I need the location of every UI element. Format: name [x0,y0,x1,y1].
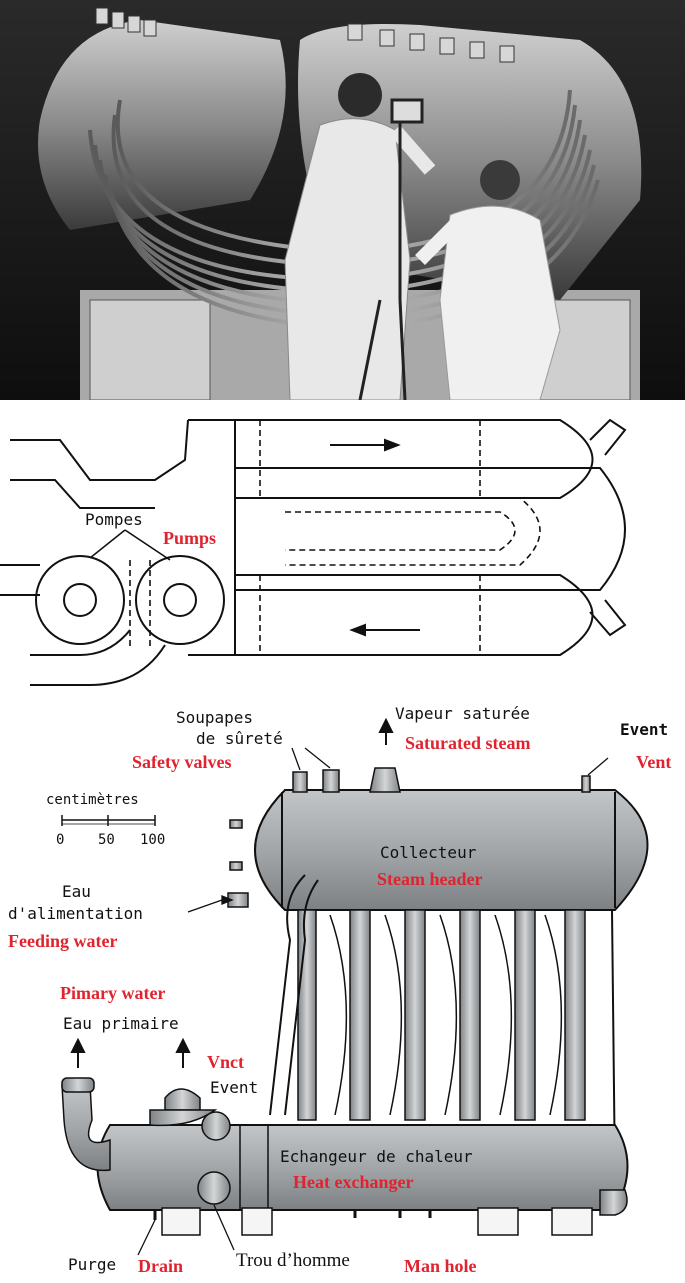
drain-label-en: Drain [138,1256,183,1276]
vent-low-label-fr: Event [210,1078,259,1097]
primary-water-label-en: Pimary water [60,983,166,1003]
steam-outlet [369,767,401,793]
manhole-label-en: Man hole [404,1256,477,1276]
primary-outlet [164,1088,201,1111]
heat-exchanger-label-fr: Echangeur de chaleur [280,1147,473,1166]
steam-header-label-en: Steam header [377,869,483,889]
elevation-drawing [61,717,649,1256]
left-drum [38,20,286,230]
feed-water-label-fr-2: d'alimentation [8,904,143,923]
safety-valve-1 [292,771,308,793]
safety-valve-2 [322,769,340,793]
lower-vessel [235,574,594,656]
scale-tick-0: 0 [56,832,65,848]
pumps-label-fr: Pompes [85,510,143,529]
scale-title: centimètres [46,792,139,808]
elevation-view-diagram: Soupapes de sûreté Safety valves Vapeur … [0,700,685,1283]
safety-valves-label-fr-1: Soupapes [176,708,254,727]
heat-exchanger-label-en: Heat exchanger [293,1172,414,1192]
safety-valves-label-fr-2: de sûreté [196,729,283,748]
vent-low-label-en: Vnct [207,1052,244,1072]
vent-top-label-fr: Event [620,720,669,739]
primary-inlet [61,1084,111,1172]
steam-header-vessel [254,789,649,911]
safety-valves-label-en: Safety valves [132,752,232,772]
saturated-steam-label-fr: Vapeur saturée [395,704,530,723]
manhole [197,1171,231,1205]
drain-label-fr: Purge [68,1255,117,1274]
plan-drawing [0,418,627,686]
manhole-label-fr: Trou d’homme [236,1250,350,1271]
vent-top [581,775,591,793]
saturated-steam-label-en: Saturated steam [405,733,531,753]
scale-tick-100: 100 [140,832,166,848]
support-1 [161,1207,201,1236]
vent-low [201,1111,231,1141]
scale-bar [61,815,156,826]
feed-water-label-en: Feeding water [8,931,118,951]
steam-header-label-fr: Collecteur [380,843,477,862]
vent-top-label-en: Vent [636,752,672,772]
pump-right [135,555,225,645]
plan-view-diagram: Pompes Pumps [0,400,685,700]
primary-water-label-fr: Eau primaire [63,1014,179,1033]
scale-tick-50: 50 [98,832,115,848]
steam-generator-photo [0,0,685,400]
workers [284,73,561,400]
pumps-label-en: Pumps [163,528,217,548]
heat-exchanger-vessel [96,1124,629,1211]
photo-illustration [0,0,685,400]
feed-water-label-fr-1: Eau [62,882,91,901]
upper-vessel [235,419,594,499]
pump-left [35,555,125,645]
